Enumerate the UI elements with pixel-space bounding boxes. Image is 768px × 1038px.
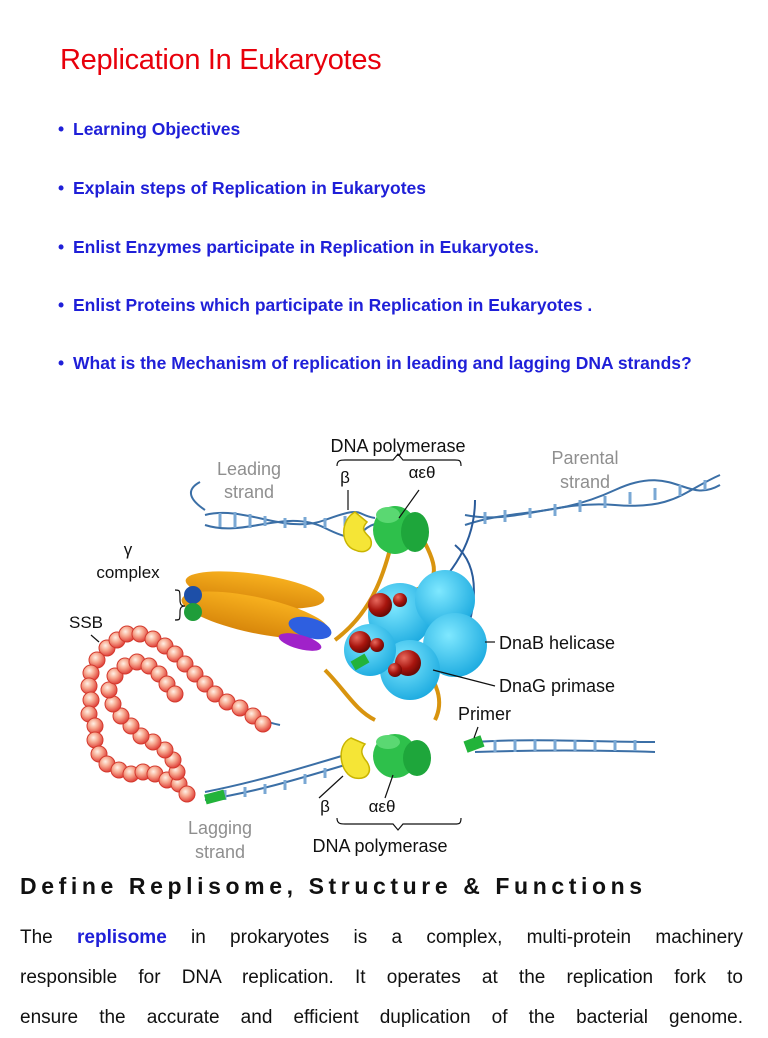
label-dna-polymerase-top: DNA polymerase xyxy=(330,436,465,456)
objective-item-3: •Enlist Enzymes participate in Replicati… xyxy=(58,237,539,257)
label-aet-top: αεθ xyxy=(409,463,436,482)
label-beta-top: β xyxy=(340,468,350,487)
objective-item-4: •Enlist Proteins which participate in Re… xyxy=(58,295,593,315)
primer-bottom-right xyxy=(463,735,485,753)
gamma-complex-shape xyxy=(181,571,332,651)
page-title: Replication In Eukaryotes xyxy=(60,44,382,76)
label-leading-1: Leading xyxy=(217,459,281,479)
dna-helix-top xyxy=(204,474,721,539)
label-parental-1: Parental xyxy=(551,448,618,468)
paragraph-line-3: ensure the accurate and efficient duplic… xyxy=(20,1007,743,1028)
label-beta-bottom: β xyxy=(320,797,330,816)
keyword-replisome: replisome xyxy=(77,927,167,948)
replisome-diagram: DNA polymerase β αεθ Leading strand Pare… xyxy=(69,436,721,862)
label-dnab-helicase: DnaB helicase xyxy=(499,633,615,653)
dna-polymerase-top-shape xyxy=(343,506,429,554)
primer-bottom-left xyxy=(204,789,226,805)
section-paragraph: The replisome in prokaryotes is a comple… xyxy=(20,918,743,1038)
label-dna-polymerase-bottom: DNA polymerase xyxy=(312,836,447,856)
label-lagging-1: Lagging xyxy=(188,818,252,838)
label-parental-2: strand xyxy=(560,472,610,492)
label-gamma-2: complex xyxy=(96,563,160,582)
objective-item-2: •Explain steps of Replication in Eukaryo… xyxy=(58,178,427,198)
dna-polymerase-bottom-shape xyxy=(340,734,431,780)
label-primer: Primer xyxy=(458,704,511,724)
section-heading: Define Replisome, Structure & Functions xyxy=(20,873,647,899)
label-gamma-1: γ xyxy=(124,540,133,559)
label-lagging-2: strand xyxy=(195,842,245,862)
label-ssb: SSB xyxy=(69,613,103,632)
dnag-primase-shape xyxy=(349,593,421,677)
paragraph-line-2: responsible for DNA replication. It oper… xyxy=(20,967,743,988)
ssb-chain xyxy=(80,625,281,803)
label-dnag-primase: DnaG primase xyxy=(499,676,615,696)
label-leading-2: strand xyxy=(224,482,274,502)
objective-item-1: •Learning Objectives xyxy=(58,119,241,139)
objective-item-5: •What is the Mechanism of replication in… xyxy=(58,353,692,373)
paragraph-line-1: The replisome in prokaryotes is a comple… xyxy=(20,927,744,948)
label-aet-bottom: αεθ xyxy=(369,797,396,816)
